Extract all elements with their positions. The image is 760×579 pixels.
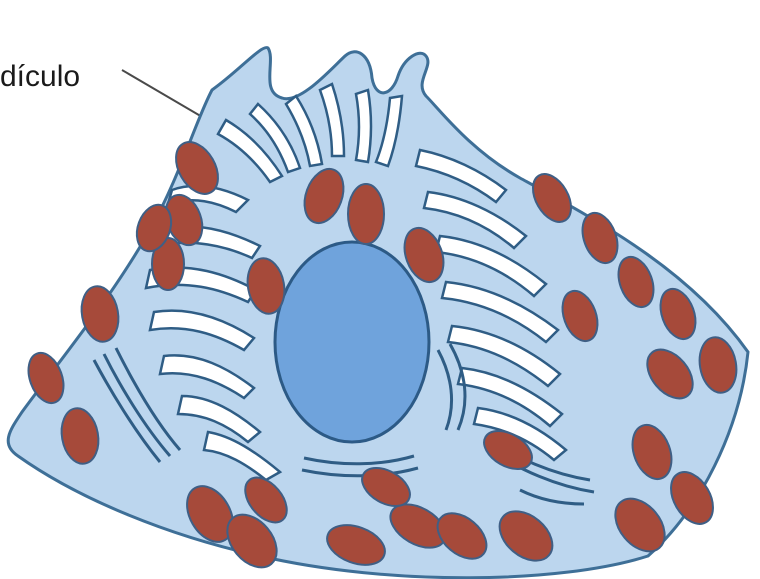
structure-label: dículo	[0, 60, 80, 93]
mitochondrion	[348, 184, 384, 244]
nucleus	[275, 242, 429, 442]
